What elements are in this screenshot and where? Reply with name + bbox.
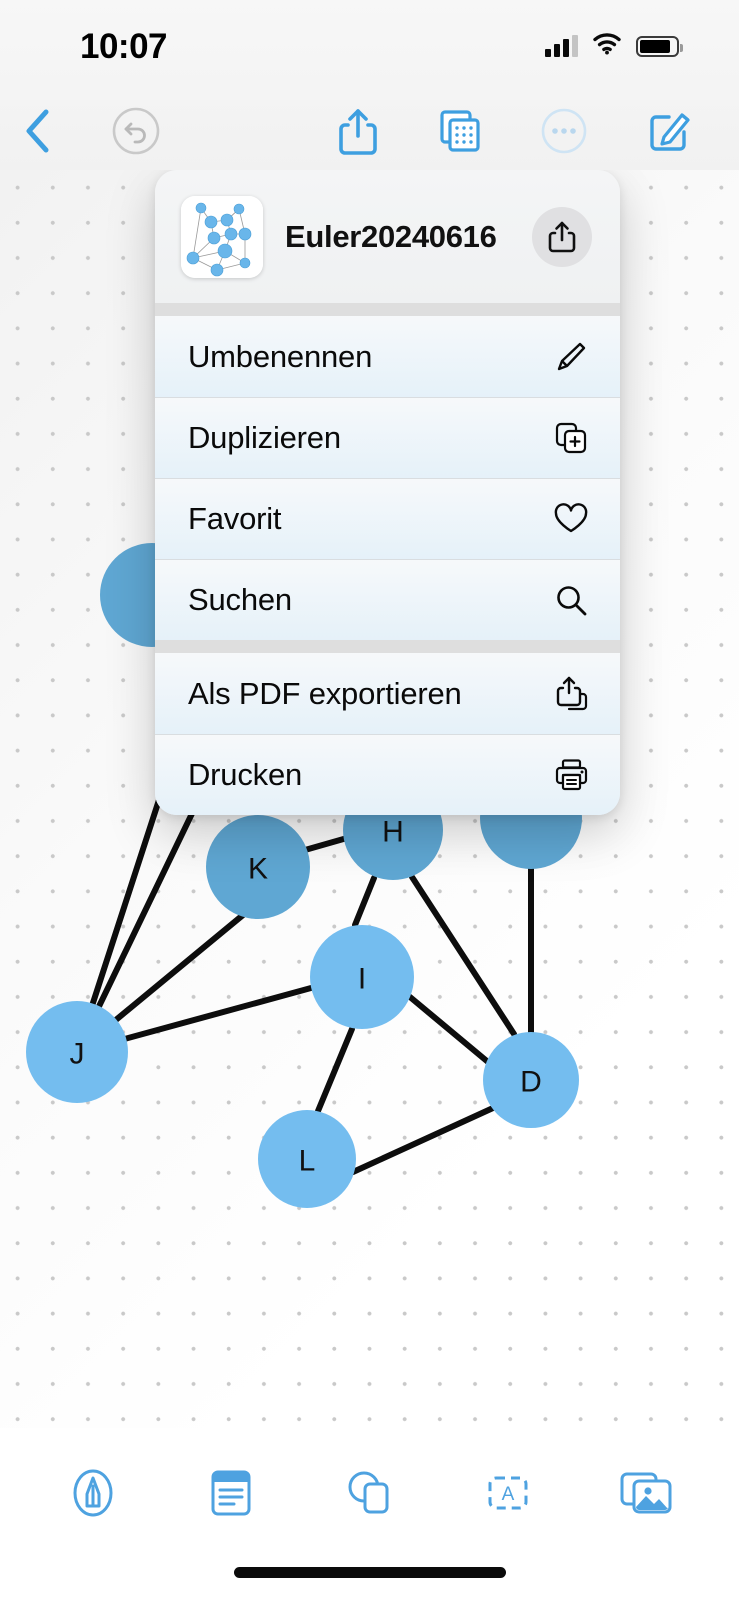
menu-separator-2 (155, 640, 620, 653)
edge-j-hidden (74, 767, 216, 1055)
menu-item-als-pdf-exportieren[interactable]: Als PDF exportieren (155, 653, 620, 734)
node-label-d: D (520, 1066, 542, 1099)
status-indicators (545, 32, 683, 60)
undo-icon[interactable] (110, 105, 162, 157)
edge-i-d (407, 994, 491, 1065)
menu-item-label: Suchen (188, 582, 292, 617)
compose-icon[interactable] (644, 105, 696, 157)
node-label-j: J (70, 1038, 85, 1071)
status-time: 10:07 (80, 27, 168, 66)
nav-toolbar (0, 92, 739, 170)
context-menu[interactable]: Euler20240616 Umbenennen (155, 170, 620, 815)
photos-icon[interactable] (615, 1462, 677, 1524)
context-menu-header: Euler20240616 (155, 170, 620, 303)
menu-item-label: Umbenennen (188, 338, 373, 374)
graph-node-d[interactable]: D (483, 1032, 579, 1128)
wifi-icon (592, 32, 622, 60)
context-menu-share-button[interactable] (532, 206, 592, 267)
pencil-icon (552, 338, 590, 376)
node-label-k: K (248, 853, 268, 886)
menu-item-duplizieren[interactable]: Duplizieren (155, 397, 620, 478)
context-menu-title: Euler20240616 (285, 218, 497, 254)
home-indicator[interactable] (233, 1567, 506, 1578)
note-lines-icon[interactable] (200, 1462, 262, 1524)
back-chevron-icon[interactable] (14, 107, 62, 155)
graph-node-i[interactable]: I (310, 925, 414, 1029)
node-label-h: H (382, 816, 404, 849)
graph-node-k[interactable]: K (206, 815, 310, 919)
menu-group-1: Umbenennen Duplizieren (155, 316, 620, 640)
edge-h-d (409, 874, 517, 1037)
svg-text:A: A (501, 1484, 514, 1505)
status-bar: 10:07 (0, 0, 739, 92)
menu-item-drucken[interactable]: Drucken (155, 734, 620, 815)
menu-item-label: Favorit (188, 501, 282, 536)
edge-i-l (315, 1026, 355, 1114)
node-label-l: L (299, 1145, 316, 1178)
heart-icon (552, 500, 590, 538)
edge-k-h (302, 835, 350, 853)
text-box-a-icon[interactable]: A (477, 1462, 539, 1524)
tool-row: A (0, 1456, 739, 1530)
battery-icon (636, 35, 683, 57)
document-thumbnail-graph (181, 195, 263, 278)
menu-separator-1 (155, 303, 620, 316)
bottom-toolbar: A (0, 1428, 739, 1600)
search-icon (552, 581, 590, 619)
menu-group-2: Als PDF exportieren Drucken (155, 653, 620, 815)
graph-node-j[interactable]: J (26, 1001, 128, 1103)
share-icon[interactable] (332, 105, 384, 157)
pages-grid-icon[interactable] (434, 105, 486, 157)
menu-item-suchen[interactable]: Suchen (155, 559, 620, 640)
graph-node-l[interactable]: L (258, 1110, 356, 1208)
node-label-i: I (358, 963, 366, 996)
menu-item-label: Als PDF exportieren (188, 675, 462, 711)
printer-icon (552, 756, 590, 794)
pen-icon[interactable] (62, 1462, 124, 1524)
menu-item-label: Duplizieren (188, 420, 341, 455)
edge-l-d (350, 1105, 496, 1175)
more-ellipsis-icon[interactable] (538, 105, 590, 157)
menu-item-umbenennen[interactable]: Umbenennen (155, 316, 620, 397)
duplicate-icon (552, 419, 590, 457)
edge-h-i (352, 875, 377, 928)
cellular-bars-icon (545, 35, 578, 57)
export-pdf-icon (552, 675, 590, 713)
menu-item-label: Drucken (188, 757, 303, 792)
shapes-icon[interactable] (338, 1462, 400, 1524)
menu-item-favorit[interactable]: Favorit (155, 478, 620, 559)
